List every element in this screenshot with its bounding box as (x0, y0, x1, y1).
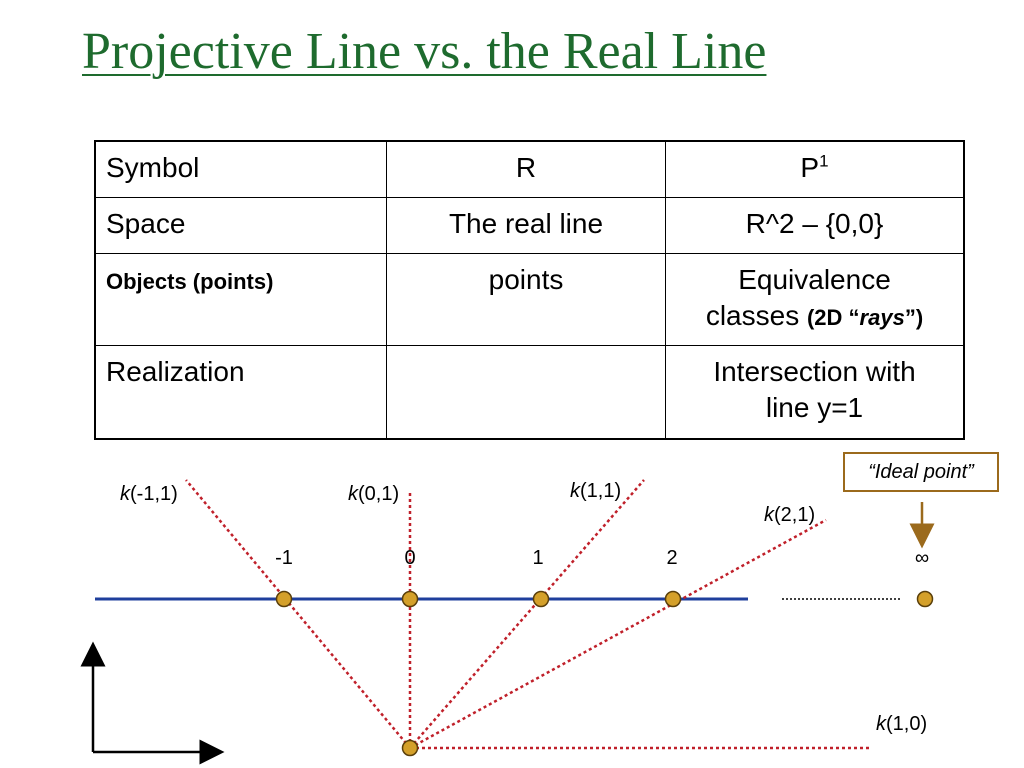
paren-open: (2D “ (806, 304, 860, 330)
ray-coords: (1,1) (580, 480, 621, 502)
ray-label-k-0-1: k(0,1) (348, 483, 399, 505)
row-label-realization: Realization (94, 344, 387, 440)
paren-close: ”) (904, 304, 924, 330)
ray-k-2-1 (409, 518, 827, 750)
projective-symbol-letter: P (800, 152, 820, 183)
real-objects: points (386, 252, 666, 346)
ray-k-1-1 (409, 479, 645, 749)
point-2 (664, 590, 682, 608)
ray-coords: (2,1) (774, 504, 815, 526)
projective-realization: Intersection with line y=1 (665, 344, 965, 440)
ray-coords: (-1,1) (130, 483, 178, 505)
ray-label-k-neg1-1: k(-1,1) (120, 483, 178, 505)
k-symbol: k (764, 504, 775, 526)
comparison-table: Symbol R P1 Space The real line R^2 – {0… (94, 140, 965, 440)
real-space: The real line (386, 196, 666, 254)
projective-objects: Equivalence classes (2D “rays”) (665, 252, 965, 346)
real-realization (386, 344, 666, 440)
ideal-point (916, 590, 934, 608)
slide-title: Projective Line vs. the Real Line (82, 23, 767, 80)
ideal-point-callout: “Ideal point” (843, 452, 999, 492)
tick-label-0: 0 (404, 547, 415, 569)
k-symbol: k (876, 713, 887, 735)
projective-objects-paren: (2D “rays”) (807, 305, 923, 330)
point-neg1 (275, 590, 293, 608)
k-symbol: k (570, 480, 581, 502)
origin-point (401, 739, 419, 757)
ray-coords: (0,1) (358, 483, 399, 505)
ray-label-k-2-1: k(2,1) (764, 504, 815, 526)
point-0 (401, 590, 419, 608)
ray-label-k-1-1: k(1,1) (570, 480, 621, 502)
point-1 (532, 590, 550, 608)
table-row-space: Space The real line R^2 – {0,0} (94, 196, 965, 254)
ray-coords: (1,0) (886, 713, 927, 735)
tick-label-1: 1 (532, 547, 543, 569)
projective-symbol: P1 (665, 140, 965, 198)
paren-rays: rays (859, 304, 905, 330)
infinity-label: ∞ (915, 547, 929, 569)
k-symbol: k (120, 483, 131, 505)
row-label-objects-text: Objects (points) (106, 268, 274, 294)
table-row-realization: Realization Intersection with line y=1 (94, 344, 965, 440)
row-label-space: Space (94, 196, 387, 254)
k-symbol: k (348, 483, 359, 505)
tick-label-neg1: -1 (275, 547, 293, 569)
ray-k-neg1-1 (185, 479, 411, 749)
projective-realization-line1: Intersection with (713, 355, 916, 387)
projective-realization-line2: line y=1 (765, 391, 864, 423)
table-row-objects: Objects (points) points Equivalence class… (94, 252, 965, 346)
projective-symbol-superscript: 1 (819, 151, 829, 171)
projective-objects-line2: classes (705, 299, 800, 331)
projective-space: R^2 – {0,0} (665, 196, 965, 254)
projective-objects-line1: Equivalence (738, 263, 891, 295)
ray-label-k-1-0: k(1,0) (876, 713, 927, 735)
tick-label-2: 2 (666, 547, 677, 569)
